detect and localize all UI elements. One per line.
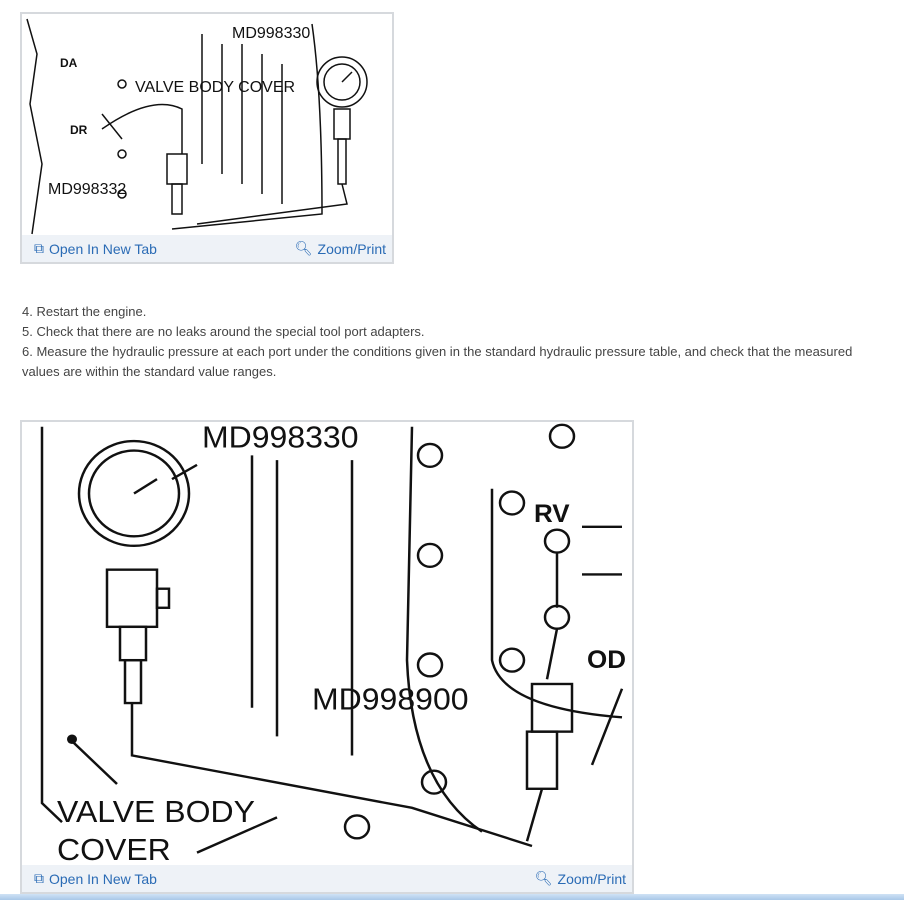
zoom-print-label: Zoom/Print — [317, 240, 386, 257]
figure-2-footer: ⧉ Open In New Tab 🔍︎ Zoom/Print — [22, 865, 632, 892]
label-valve-body-cover: VALVE BODY COVER — [135, 79, 295, 96]
zoom-print-label: Zoom/Print — [557, 870, 626, 887]
figure-1-diagram: MD998330 VALVE BODY COVER DA DR MD998332 — [26, 18, 368, 235]
step-4: 4. Restart the engine. — [22, 304, 147, 319]
label-md998900: MD998900 — [312, 682, 469, 716]
figure-2-diagram: MD998330 RV OD MD998900 VALVE BODY COVER — [40, 422, 626, 865]
step-6: 6. Measure the hydraulic pressure at eac… — [22, 344, 853, 379]
instruction-steps: 4. Restart the engine. 5. Check that the… — [22, 302, 882, 382]
label-md998330: MD998330 — [202, 422, 359, 455]
figure-1-footer: ⧉ Open In New Tab 🔍︎ Zoom/Print — [22, 235, 392, 262]
open-in-new-tab-label: Open In New Tab — [49, 870, 157, 887]
label-cover: COVER — [57, 833, 171, 865]
zoom-icon: 🔍︎ — [534, 870, 553, 886]
label-dr: DR — [70, 123, 88, 137]
label-od: OD — [587, 646, 626, 673]
open-in-new-tab-link[interactable]: ⧉ Open In New Tab — [34, 240, 157, 257]
zoom-print-link[interactable]: 🔍︎ Zoom/Print — [535, 870, 626, 887]
new-tab-icon: ⧉ — [34, 870, 44, 886]
label-rv: RV — [534, 501, 570, 528]
figure-2: MD998330 RV OD MD998900 VALVE BODY COVER… — [20, 420, 634, 894]
label-valve-body: VALVE BODY — [57, 795, 255, 829]
open-in-new-tab-label: Open In New Tab — [49, 240, 157, 257]
zoom-print-link[interactable]: 🔍︎ Zoom/Print — [295, 240, 386, 257]
zoom-icon: 🔍︎ — [294, 240, 313, 256]
figure-1: MD998330 VALVE BODY COVER DA DR MD998332… — [20, 12, 394, 264]
label-md998332: MD998332 — [48, 181, 126, 198]
label-md998330: MD998330 — [232, 25, 310, 42]
taskbar-edge — [0, 894, 904, 900]
new-tab-icon: ⧉ — [34, 240, 44, 256]
label-da: DA — [60, 56, 78, 70]
step-5: 5. Check that there are no leaks around … — [22, 324, 425, 339]
open-in-new-tab-link[interactable]: ⧉ Open In New Tab — [34, 870, 157, 887]
